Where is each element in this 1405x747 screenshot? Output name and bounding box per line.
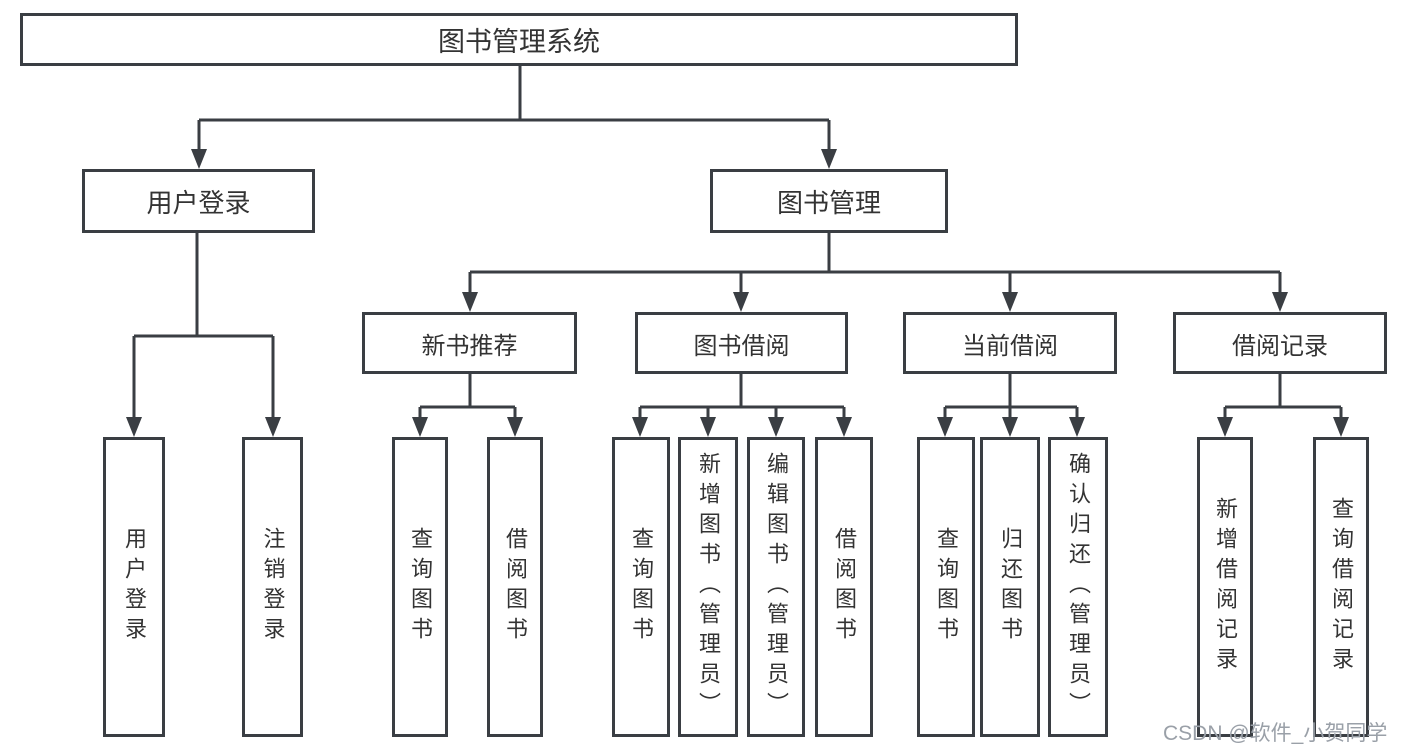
- node-borrow-records: 借阅记录: [1173, 312, 1387, 374]
- node-book-borrow: 图书借阅: [635, 312, 848, 374]
- node-user-login: 用户登录: [82, 169, 315, 233]
- node-book-mgmt: 图书管理: [710, 169, 948, 233]
- leaf-bb-query-books: 查询图书: [612, 437, 670, 737]
- leaf-nb-query-books: 查询图书: [392, 437, 448, 737]
- leaf-bb-borrow-books: 借阅图书: [815, 437, 873, 737]
- arrowheads: [126, 149, 1349, 437]
- leaf-user-login: 用户登录: [103, 437, 165, 737]
- leaf-bb-edit-book-admin: 编辑图书（管理员）: [747, 437, 805, 737]
- leaf-nb-borrow-books: 借阅图书: [487, 437, 543, 737]
- node-book-borrow-label: 图书借阅: [693, 332, 790, 360]
- leaf-bb-add-book-admin: 新增图书（管理员）: [678, 437, 738, 737]
- node-user-login-label: 用户登录: [146, 187, 251, 218]
- leaf-br-add-record: 新增借阅记录: [1197, 437, 1253, 737]
- node-current-borrow-label: 当前借阅: [962, 332, 1058, 360]
- node-borrow-records-label: 借阅记录: [1232, 332, 1328, 360]
- leaf-logout: 注销登录: [242, 437, 303, 737]
- watermark: CSDN @软件_小贺同学: [1163, 722, 1388, 745]
- leaf-cb-confirm-return-admin: 确认归还（管理员）: [1048, 437, 1108, 737]
- node-new-books-label: 新书推荐: [421, 332, 518, 360]
- node-root: 图书管理系统: [20, 13, 1018, 66]
- leaf-cb-return-books: 归还图书: [980, 437, 1040, 737]
- node-book-mgmt-label: 图书管理: [776, 187, 881, 218]
- node-new-books: 新书推荐: [362, 312, 577, 374]
- node-current-borrow: 当前借阅: [903, 312, 1117, 374]
- node-root-label: 图书管理系统: [438, 27, 600, 57]
- leaf-cb-query-books: 查询图书: [917, 437, 975, 737]
- leaf-br-query-record: 查询借阅记录: [1313, 437, 1369, 737]
